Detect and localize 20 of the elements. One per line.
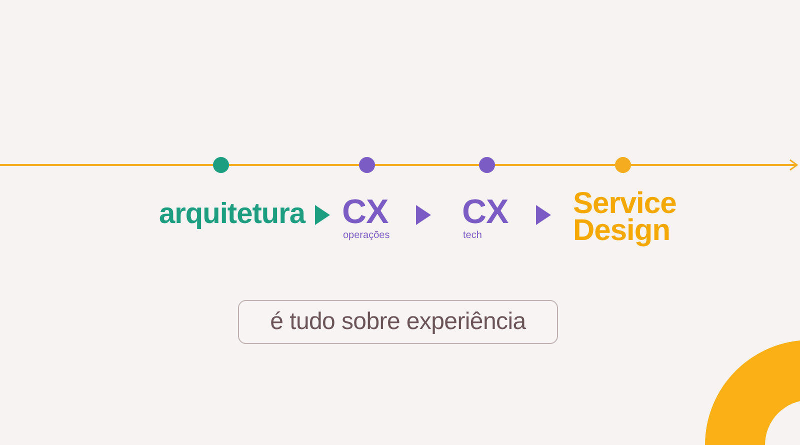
step-title: arquitetura <box>159 197 305 231</box>
step-title: CX <box>342 194 388 230</box>
timeline-dot <box>213 157 229 173</box>
timeline-line <box>631 159 798 171</box>
step-subtitle: tech <box>463 230 482 242</box>
timeline-line <box>0 164 213 166</box>
timeline-line <box>229 164 359 166</box>
caption-box <box>238 300 558 344</box>
timeline-dot <box>615 157 631 173</box>
step-subtitle: operações <box>343 230 390 242</box>
step-title: CX <box>462 194 508 230</box>
arrow <box>416 205 431 225</box>
timeline-dot <box>359 157 375 173</box>
timeline-dot <box>479 157 495 173</box>
timeline-line <box>495 164 615 166</box>
caption-text: é tudo sobre experiência <box>270 308 526 336</box>
step-title: Service Design <box>573 190 678 244</box>
arrow <box>315 205 330 225</box>
timeline-line <box>375 164 479 166</box>
arrow <box>536 205 551 225</box>
